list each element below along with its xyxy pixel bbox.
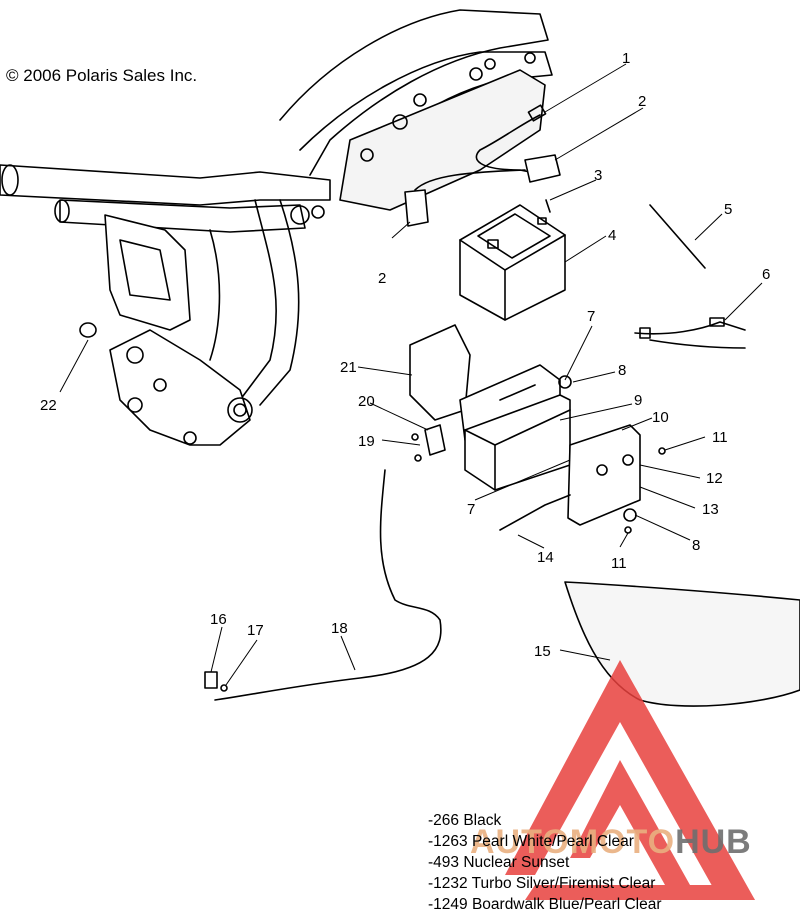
clip-20 — [424, 424, 446, 456]
callout-label: 7 — [467, 501, 475, 518]
callout-label: 14 — [537, 549, 554, 566]
callout-label: 11 — [611, 555, 627, 572]
frame-illustration — [0, 9, 553, 446]
callout-label: 3 — [594, 167, 602, 184]
watermark-text: AUTOMOTOHUB — [470, 823, 752, 862]
wire-harness-6 — [634, 317, 746, 349]
rod-14 — [499, 494, 571, 531]
vent-tube-18 — [214, 469, 442, 701]
color-option: -1232 Turbo Silver/Firemist Clear — [428, 875, 656, 892]
callout-label: 12 — [706, 470, 723, 487]
strap-5 — [649, 204, 706, 269]
watermark-logo-icon — [505, 660, 755, 900]
callout-labels: 1 2 2 3 4 5 6 7 7 8 8 9 10 11 11 12 13 1… — [40, 50, 770, 660]
callout-label: 13 — [702, 501, 719, 518]
screw-19a — [411, 433, 419, 441]
callout-label: 8 — [692, 537, 700, 554]
nut-8a — [558, 375, 572, 389]
callout-label: 19 — [358, 433, 375, 450]
nut-11b — [624, 526, 632, 534]
callout-label: 11 — [712, 429, 728, 446]
clamp-17 — [220, 684, 228, 692]
screw-19b — [414, 454, 422, 462]
callout-label: 22 — [40, 397, 57, 414]
callout-label: 4 — [608, 227, 616, 244]
color-option: -493 Nuclear Sunset — [428, 854, 570, 871]
callout-label: 8 — [618, 362, 626, 379]
color-options-list: -266 Black -1263 Pearl White/Pearl Clear… — [428, 810, 661, 915]
callout-label: 16 — [210, 611, 227, 628]
callout-label: 7 — [587, 308, 595, 325]
battery — [459, 204, 566, 321]
callout-label: 5 — [724, 201, 732, 218]
fitting-16 — [204, 671, 218, 689]
copyright-notice: © 2006 Polaris Sales Inc. — [6, 66, 198, 85]
nut-8b — [623, 508, 637, 522]
callout-label: 6 — [762, 266, 770, 283]
callout-label: 18 — [331, 620, 348, 637]
callout-label: 2 — [638, 93, 646, 110]
watermark-text-part2: HUB — [675, 823, 752, 861]
color-option: -266 Black — [428, 812, 502, 829]
callout-label: 17 — [247, 622, 264, 639]
callout-label: 21 — [340, 359, 357, 376]
callout-label: 20 — [358, 393, 375, 410]
cable-harness — [404, 104, 561, 227]
callout-label: 1 — [622, 50, 630, 67]
color-option: -1249 Boardwalk Blue/Pearl Clear — [428, 896, 662, 913]
callout-label: 9 — [634, 392, 642, 409]
color-option: -1263 Pearl White/Pearl Clear — [428, 833, 634, 850]
leader-lines — [59, 63, 763, 686]
nut-11a — [658, 447, 666, 455]
callout-label: 2 — [378, 270, 386, 287]
bracket-13 — [567, 424, 641, 526]
callout-label: 10 — [652, 409, 669, 426]
watermark-text-part1: AUTOMOTO — [470, 823, 676, 861]
callout-label: 15 — [534, 643, 551, 660]
bolt-3 — [545, 199, 551, 213]
